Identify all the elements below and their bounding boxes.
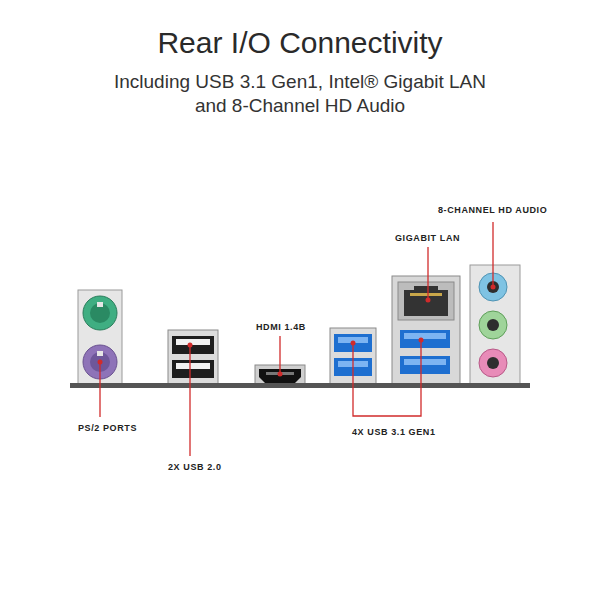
callout-label: HDMI 1.4B bbox=[256, 322, 306, 332]
leader-lines bbox=[100, 222, 493, 456]
leader-dots bbox=[98, 285, 496, 377]
callout-label: 8-CHANNEL HD AUDIO bbox=[438, 205, 547, 215]
usb2-ports bbox=[168, 330, 218, 385]
callout-label: GIGABIT LAN bbox=[395, 233, 460, 243]
callout-label: PS/2 PORTS bbox=[78, 423, 137, 433]
callout-label: 2X USB 2.0 bbox=[168, 462, 222, 472]
page-title: Rear I/O Connectivity bbox=[157, 26, 442, 60]
lan-usb-stack bbox=[392, 276, 460, 385]
board-edge bbox=[70, 383, 530, 388]
callout-label: 4X USB 3.1 GEN1 bbox=[352, 427, 436, 437]
audio-jacks bbox=[470, 265, 520, 385]
subtitle: Including USB 3.1 Gen1, Intel® Gigabit L… bbox=[100, 70, 500, 118]
